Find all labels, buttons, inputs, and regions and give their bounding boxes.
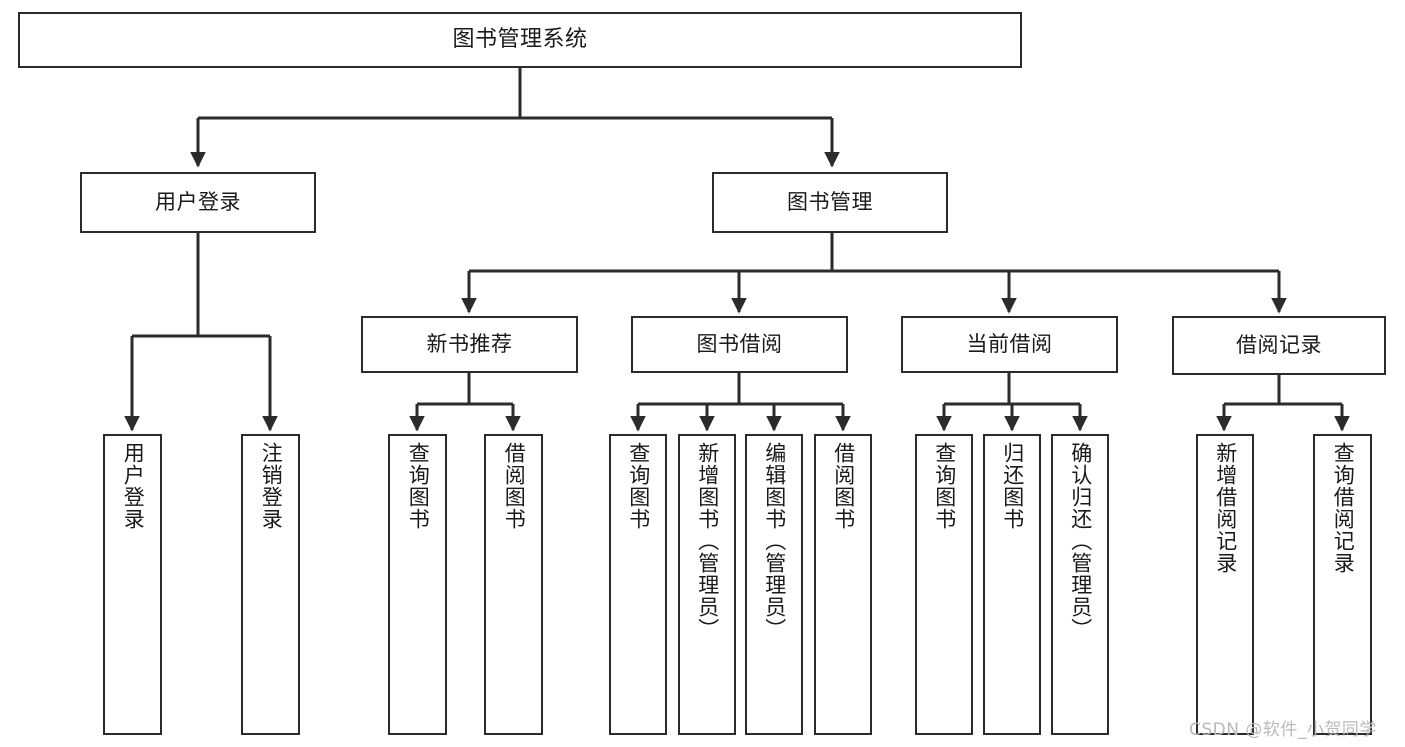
node-label: 用户登录 [155,190,241,215]
node-leaf-edit-book-admin[interactable]: 编辑图书（管理员） [745,434,803,735]
node-label: 用户登录 [121,442,146,530]
node-borrow-record[interactable]: 借阅记录 [1172,316,1386,375]
node-label: 注销登录 [259,442,284,530]
node-label: 图书管理 [787,190,873,215]
node-label: 查询图书 [932,442,957,530]
node-label: 编辑图书（管理员） [762,442,787,640]
node-leaf-query-borrow-record[interactable]: 查询借阅记录 [1313,434,1372,735]
node-book-borrow[interactable]: 图书借阅 [631,316,848,373]
node-leaf-add-borrow-record[interactable]: 新增借阅记录 [1196,434,1254,735]
node-label: 图书借阅 [696,332,783,357]
node-label: 查询图书 [406,442,431,530]
node-root-system[interactable]: 图书管理系统 [18,12,1022,68]
node-label: 借阅记录 [1236,333,1322,358]
node-leaf-return-book[interactable]: 归还图书 [983,434,1041,735]
csdn-watermark: CSDN @软件_小贺同学 [1189,720,1377,740]
node-leaf-query-book-borrow[interactable]: 查询图书 [609,434,667,735]
node-label: 归还图书 [1000,442,1025,530]
node-label: 当前借阅 [966,332,1053,357]
node-label: 借阅图书 [831,442,856,530]
node-label: 查询借阅记录 [1331,442,1356,574]
node-leaf-user-login[interactable]: 用户登录 [103,434,162,735]
node-leaf-logout[interactable]: 注销登录 [241,434,300,735]
node-label: 确认归还（管理员） [1068,442,1093,640]
node-leaf-add-book-admin[interactable]: 新增图书（管理员） [678,434,736,735]
node-new-book-recommend[interactable]: 新书推荐 [361,316,578,373]
node-label: 图书管理系统 [452,27,588,53]
node-label: 新增图书（管理员） [695,442,720,640]
node-leaf-borrow-book[interactable]: 借阅图书 [814,434,872,735]
node-leaf-query-book-recommend[interactable]: 查询图书 [388,434,447,735]
node-label: 查询图书 [626,442,651,530]
node-user-login[interactable]: 用户登录 [80,172,316,233]
node-leaf-borrow-book-recommend[interactable]: 借阅图书 [484,434,543,735]
node-leaf-query-book-current[interactable]: 查询图书 [915,434,973,735]
node-label: 新书推荐 [426,332,513,357]
node-current-borrow[interactable]: 当前借阅 [901,316,1118,373]
node-book-management[interactable]: 图书管理 [712,172,948,233]
node-label: 新增借阅记录 [1213,442,1238,574]
node-leaf-confirm-return-admin[interactable]: 确认归还（管理员） [1051,434,1109,735]
node-label: 借阅图书 [502,442,527,530]
